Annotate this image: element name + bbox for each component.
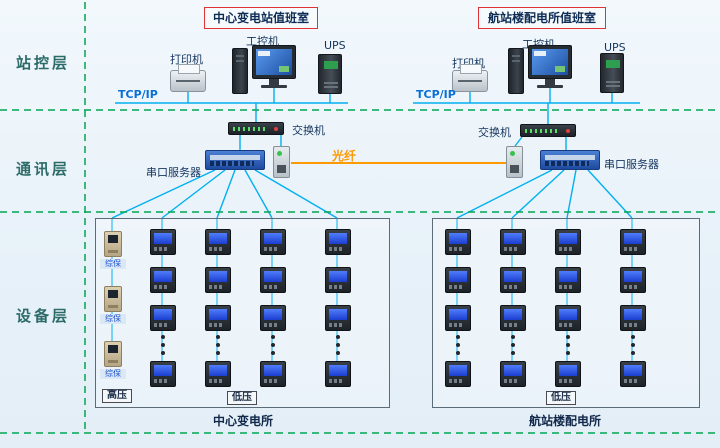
power-meter-icon — [445, 361, 471, 387]
monitor-stand — [545, 79, 555, 85]
protection-relay-label: 综保 — [100, 369, 126, 379]
power-meter-icon — [445, 267, 471, 293]
protection-relay-icon — [104, 231, 122, 257]
power-meter-icon — [445, 305, 471, 331]
switch-label-left: 交换机 — [292, 124, 325, 137]
industrial-pc-label-left: 工控机 — [246, 35, 279, 48]
ups-label-left: UPS — [324, 39, 346, 52]
power-meter-icon — [325, 305, 351, 331]
power-meter-icon — [205, 267, 231, 293]
monitor-base — [261, 85, 287, 88]
power-meter-icon — [620, 305, 646, 331]
power-meter-icon — [325, 229, 351, 255]
protection-relay-label: 综保 — [100, 314, 126, 324]
caption-central-substation: 中心变电所 — [212, 414, 273, 428]
power-meter-icon — [445, 229, 471, 255]
tcpip-label-left: TCP/IP — [118, 88, 158, 101]
printer-icon — [452, 64, 488, 92]
layer-label-station-control: 站控层 — [15, 54, 70, 72]
ellipsis-dots — [456, 335, 460, 359]
monitor-base — [537, 85, 563, 88]
power-meter-icon — [325, 267, 351, 293]
tag-high-voltage: 高压 — [102, 389, 132, 403]
power-meter-icon — [620, 361, 646, 387]
layer-divider-lines — [0, 2, 720, 434]
ethernet-switch-icon — [228, 122, 284, 135]
pc-tower-icon — [232, 48, 248, 94]
protection-relay-icon — [104, 286, 122, 312]
meter-column — [205, 229, 231, 389]
protection-relay-label: 综保 — [100, 259, 126, 269]
protection-relay-icon — [104, 341, 122, 367]
power-meter-icon — [555, 361, 581, 387]
ups-icon — [600, 53, 624, 93]
network-lines — [111, 88, 640, 373]
ups-icon — [318, 54, 342, 94]
power-meter-icon — [260, 305, 286, 331]
ellipsis-dots — [216, 335, 220, 359]
meter-column — [150, 229, 176, 389]
meter-column — [555, 229, 581, 389]
ellipsis-dots — [566, 335, 570, 359]
power-meter-icon — [555, 305, 581, 331]
ethernet-switch-icon — [520, 124, 576, 137]
power-meter-icon — [325, 361, 351, 387]
fiber-converter-icon — [273, 146, 290, 178]
power-meter-icon — [620, 267, 646, 293]
serial-server-label-left: 串口服务器 — [146, 166, 201, 179]
power-meter-icon — [205, 361, 231, 387]
caption-terminal-distribution: 航站楼配电所 — [528, 414, 601, 428]
tag-low-voltage: 低压 — [227, 391, 257, 405]
meter-column — [620, 229, 646, 389]
tag-low-voltage: 低压 — [546, 391, 576, 405]
power-meter-icon — [150, 361, 176, 387]
ellipsis-dots — [336, 335, 340, 359]
power-meter-icon — [500, 267, 526, 293]
meter-column — [500, 229, 526, 389]
power-meter-icon — [205, 305, 231, 331]
power-meter-icon — [500, 361, 526, 387]
layer-label-communication: 通讯层 — [15, 160, 70, 178]
room-title-terminal-distribution: 航站楼配电所值班室 — [478, 7, 606, 29]
ups-label-right: UPS — [604, 41, 626, 54]
layer-label-device: 设备层 — [15, 307, 70, 325]
power-meter-icon — [555, 229, 581, 255]
power-meter-icon — [260, 229, 286, 255]
monitor-stand — [269, 79, 279, 85]
power-meter-icon — [150, 229, 176, 255]
meter-column — [260, 229, 286, 389]
fiber-converter-icon — [506, 146, 523, 178]
serial-server-icon — [540, 150, 600, 170]
power-meter-icon — [555, 267, 581, 293]
switch-label-right: 交换机 — [478, 126, 511, 139]
cabinet-central-substation: 综保 综保 综保 高压 低压 — [95, 218, 390, 408]
ellipsis-dots — [271, 335, 275, 359]
power-meter-icon — [500, 229, 526, 255]
tcpip-label-right: TCP/IP — [416, 88, 456, 101]
printer-label-left: 打印机 — [170, 53, 203, 66]
cabinet-terminal-distribution: 低压 — [432, 218, 700, 408]
printer-icon — [170, 64, 206, 92]
power-meter-icon — [205, 229, 231, 255]
power-meter-icon — [620, 229, 646, 255]
pc-monitor-icon — [528, 45, 572, 79]
power-meter-icon — [260, 267, 286, 293]
meter-column — [325, 229, 351, 389]
ellipsis-dots — [511, 335, 515, 359]
pc-tower-icon — [508, 48, 524, 94]
pc-monitor-icon — [252, 45, 296, 79]
power-meter-icon — [150, 267, 176, 293]
power-meter-icon — [260, 361, 286, 387]
serial-server-icon — [205, 150, 265, 170]
power-meter-icon — [500, 305, 526, 331]
serial-server-label-right: 串口服务器 — [604, 158, 659, 171]
ellipsis-dots — [161, 335, 165, 359]
ellipsis-dots — [631, 335, 635, 359]
fiber-label: 光纤 — [332, 149, 357, 163]
power-meter-icon — [150, 305, 176, 331]
room-title-central-substation: 中心变电站值班室 — [204, 7, 318, 29]
meter-column — [445, 229, 471, 389]
